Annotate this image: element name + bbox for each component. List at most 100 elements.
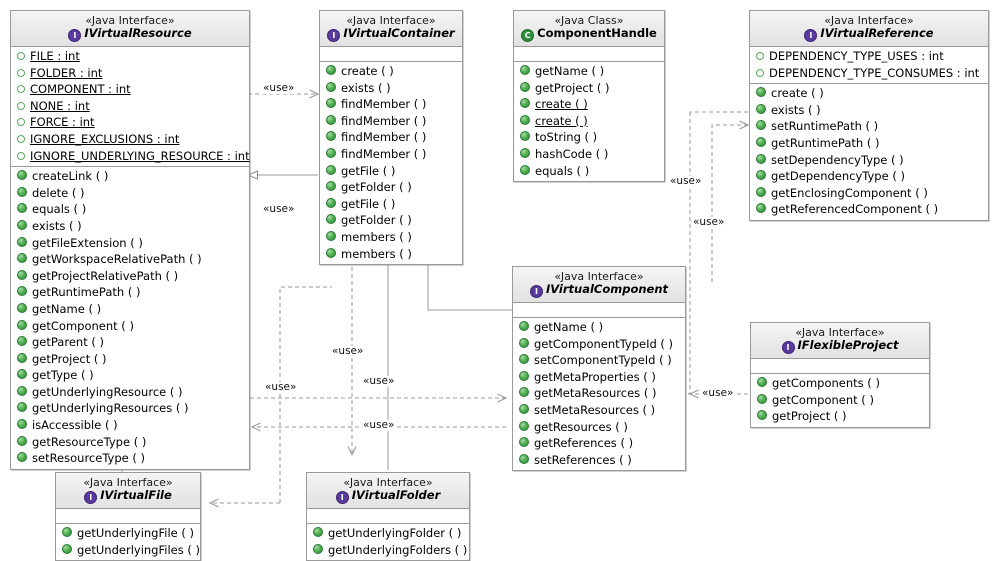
method-row[interactable]: toString ( ): [514, 129, 664, 146]
method-icon: [519, 437, 529, 448]
method-row[interactable]: getComponent ( ): [751, 392, 929, 409]
method-row[interactable]: getProject ( ): [514, 80, 664, 97]
method-row[interactable]: findMember ( ): [320, 129, 462, 146]
method-icon: [326, 247, 336, 258]
operations-compartment: createLink ( ) delete ( ) equals ( ) exi…: [11, 167, 249, 469]
method-row[interactable]: getUnderlyingFolder ( ): [307, 525, 469, 542]
method-row[interactable]: getResourceType ( ): [11, 434, 249, 451]
method-row[interactable]: findMember ( ): [320, 113, 462, 130]
method-row[interactable]: create ( ): [750, 85, 988, 102]
method-row[interactable]: findMember ( ): [320, 146, 462, 163]
method-row[interactable]: exists ( ): [11, 218, 249, 235]
method-row[interactable]: getComponentTypeId ( ): [513, 336, 685, 353]
method-row[interactable]: getParent ( ): [11, 334, 249, 351]
method-row[interactable]: getWorkspaceRelativePath ( ): [11, 251, 249, 268]
method-row[interactable]: setReferences ( ): [513, 452, 685, 469]
method-row[interactable]: hashCode ( ): [514, 146, 664, 163]
method-icon: [520, 164, 530, 175]
method-row[interactable]: members ( ): [320, 246, 462, 263]
method-row[interactable]: getName ( ): [513, 319, 685, 336]
operations-compartment: create ( ) exists ( ) setRuntimePath ( )…: [750, 84, 988, 220]
method-row[interactable]: getRuntimePath ( ): [11, 284, 249, 301]
method-row[interactable]: isAccessible ( ): [11, 417, 249, 434]
method-row[interactable]: create ( ): [514, 96, 664, 113]
method-icon: [326, 81, 336, 92]
method-row[interactable]: setRuntimePath ( ): [750, 118, 988, 135]
method-icon: [326, 230, 336, 241]
field-row[interactable]: IGNORE_UNDERLYING_RESOURCE : int: [11, 148, 250, 165]
method-row[interactable]: getComponent ( ): [11, 318, 249, 335]
method-row[interactable]: exists ( ): [750, 102, 988, 119]
method-row[interactable]: getUnderlyingFiles ( ): [56, 542, 200, 559]
field-row[interactable]: FORCE : int: [11, 114, 249, 131]
method-icon: [520, 81, 530, 92]
method-row[interactable]: delete ( ): [11, 185, 249, 202]
edge-label-use: «use»: [262, 82, 296, 94]
field-row[interactable]: FOLDER : int: [11, 65, 249, 82]
method-row[interactable]: getProject ( ): [11, 351, 249, 368]
field-row[interactable]: NONE : int: [11, 98, 249, 115]
method-row[interactable]: getReferences ( ): [513, 435, 685, 452]
method-row[interactable]: getDependencyType ( ): [750, 168, 988, 185]
edge-label-use: «use»: [362, 419, 396, 431]
method-row[interactable]: getMetaResources ( ): [513, 385, 685, 402]
method-row[interactable]: members ( ): [320, 229, 462, 246]
method-row[interactable]: create ( ): [514, 113, 664, 130]
field-row[interactable]: IGNORE_EXCLUSIONS : int: [11, 131, 249, 148]
method-row[interactable]: getType ( ): [11, 367, 249, 384]
method-row[interactable]: getName ( ): [514, 63, 664, 80]
method-row[interactable]: getFile ( ): [320, 196, 462, 213]
operations-compartment: getUnderlyingFile ( ) getUnderlyingFiles…: [56, 524, 200, 560]
method-row[interactable]: getFolder ( ): [320, 179, 462, 196]
method-row[interactable]: getEnclosingComponent ( ): [750, 185, 988, 202]
method-row[interactable]: getUnderlyingFile ( ): [56, 525, 200, 542]
method-icon: [326, 197, 336, 208]
method-row[interactable]: getMetaProperties ( ): [513, 369, 685, 386]
field-row[interactable]: COMPONENT : int: [11, 81, 249, 98]
method-row[interactable]: getFolder ( ): [320, 212, 462, 229]
method-row[interactable]: equals ( ): [11, 201, 249, 218]
method-row[interactable]: findMember ( ): [320, 96, 462, 113]
method-row[interactable]: getUnderlyingResource ( ): [11, 384, 249, 401]
method-row[interactable]: setComponentTypeId ( ): [513, 352, 685, 369]
method-icon: [757, 393, 767, 404]
field-row[interactable]: DEPENDENCY_TYPE_CONSUMES : int: [750, 65, 988, 82]
field-row[interactable]: FILE : int: [11, 48, 249, 65]
method-row[interactable]: setMetaResources ( ): [513, 402, 685, 419]
method-row[interactable]: getRuntimePath ( ): [750, 135, 988, 152]
method-row[interactable]: getComponents ( ): [751, 375, 929, 392]
method-icon: [313, 527, 323, 537]
method-icon: [520, 114, 530, 125]
method-row[interactable]: setDependencyType ( ): [750, 152, 988, 169]
method-row[interactable]: getName ( ): [11, 301, 249, 318]
method-row[interactable]: getUnderlyingResources ( ): [11, 400, 249, 417]
field-row[interactable]: DEPENDENCY_TYPE_USES : int: [750, 48, 988, 65]
method-row[interactable]: getUnderlyingFolders ( ): [307, 542, 469, 559]
method-row[interactable]: getResources ( ): [513, 419, 685, 436]
method-row[interactable]: getReferencedComponent ( ): [750, 201, 988, 218]
method-icon: [326, 214, 336, 225]
method-row[interactable]: getFileExtension ( ): [11, 235, 249, 252]
method-row[interactable]: setResourceType ( ): [11, 450, 249, 467]
method-row[interactable]: getProjectRelativePath ( ): [11, 268, 249, 285]
method-row[interactable]: create ( ): [320, 63, 462, 80]
method-icon: [756, 203, 766, 214]
method-row[interactable]: getFile ( ): [320, 163, 462, 180]
method-row[interactable]: getProject ( ): [751, 408, 929, 425]
method-row[interactable]: createLink ( ): [11, 168, 249, 185]
method-row[interactable]: exists ( ): [320, 80, 462, 97]
method-row[interactable]: equals ( ): [514, 163, 664, 180]
